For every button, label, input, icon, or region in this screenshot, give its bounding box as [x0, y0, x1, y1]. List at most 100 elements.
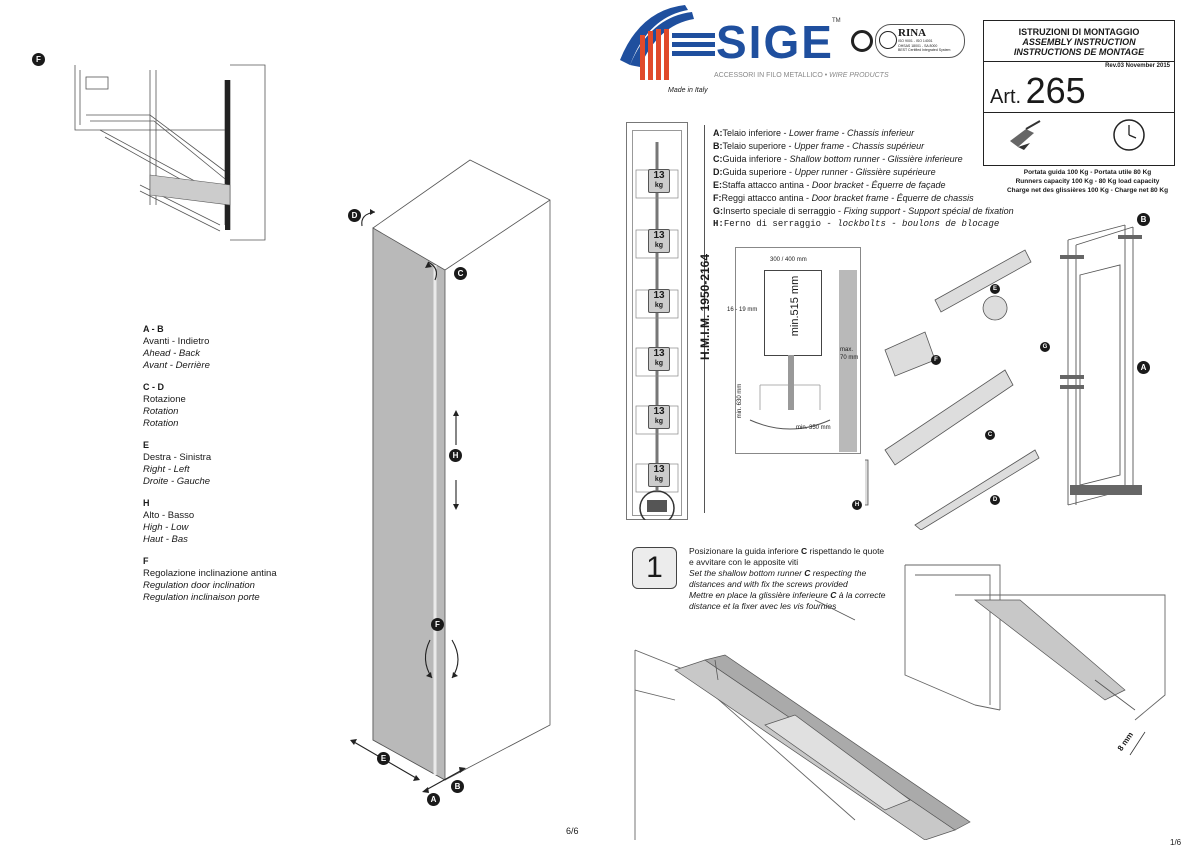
components-list: A:Telaio inferiore - Lower frame - Chass… — [713, 127, 1014, 231]
brand-tagline: ACCESSORI IN FILO METALLICO • WIRE PRODU… — [714, 72, 889, 79]
text-bold: C — [830, 590, 837, 600]
art-number: 265 — [1025, 70, 1086, 111]
legend-line-fr: Haut - Bas — [143, 534, 188, 545]
trademark: TM — [832, 18, 841, 24]
legend: A - B Avanti - Indietro Ahead - Back Ava… — [143, 324, 343, 614]
comp-en: Lower frame - Chassis inferieur — [789, 128, 915, 138]
comp-en: Door bracket - Équerre de façade — [811, 180, 946, 190]
weight-value: 13 — [653, 406, 665, 417]
tagline-sep: • — [822, 72, 830, 79]
legend-head: A - B — [143, 324, 164, 334]
tall-unit-baskets — [635, 142, 679, 520]
tagline-italic: WIRE PRODUCTS — [829, 72, 889, 79]
comp-it: Inserto speciale di serraggio - — [723, 206, 844, 216]
step-it-1: Posizionare la guida inferiore C rispett… — [689, 546, 886, 557]
title-fr: INSTRUCTIONS DE MONTAGE — [1013, 47, 1145, 57]
weight-value: 13 — [653, 290, 665, 301]
step-instructions: Posizionare la guida inferiore C rispett… — [689, 546, 886, 612]
art-section: Rev.03 November 2015 Art. 265 — [984, 61, 1174, 112]
comp-key: D: — [713, 167, 723, 177]
comp-en: Door bracket frame - Équerre de chassis — [811, 193, 974, 203]
dim-thickness: 16 - 19 mm — [727, 307, 758, 313]
legend-head: E — [143, 440, 150, 450]
left-page-number: 6/6 — [566, 826, 579, 836]
component-sketches — [865, 249, 1040, 530]
frame-drawing — [1060, 224, 1142, 506]
dim-min350: min. 350 mm — [796, 425, 831, 431]
weight-tag: 13 kg — [648, 169, 670, 193]
text: à la correcte — [836, 590, 886, 600]
step-number-box: 1 — [632, 547, 677, 589]
weight-tag: 13 kg — [648, 405, 670, 429]
legend-line-it: Regolazione inclinazione antina — [143, 568, 277, 579]
cert-badge-icon — [851, 30, 873, 52]
text-bold: C — [800, 546, 808, 556]
component-d: D:Guida superiore - Upper runner - Gliss… — [713, 166, 1014, 179]
legend-line-en: Right - Left — [143, 464, 190, 475]
sige-logo-stripes — [620, 5, 715, 80]
label-a-frame: A — [1137, 361, 1150, 374]
rina-line2: OHSAS 18001 - SA 8000 — [898, 43, 938, 48]
step-fr-1: Mettre en place la glissière inferieure … — [689, 590, 886, 601]
comp-it: Ferno di serraggio - — [723, 219, 838, 229]
label-h-part: H — [852, 500, 862, 510]
legend-line-it: Rotazione — [143, 394, 186, 405]
label-f-part: F — [931, 355, 941, 365]
weight-tag: 13 kg — [648, 347, 670, 371]
comp-it: Guida superiore - — [722, 167, 795, 177]
legend-line-en: High - Low — [143, 522, 189, 533]
pullout-sketch — [749, 355, 831, 430]
brand-name: SIGE — [716, 16, 834, 68]
label-d-part: D — [990, 495, 1000, 505]
measurement-diagram — [735, 247, 861, 454]
comp-en: Upper frame - Chassis supérieur — [794, 141, 925, 151]
weight-value: 13 — [653, 170, 665, 181]
tools-section — [984, 112, 1174, 157]
label-b-frame: B — [1137, 213, 1150, 226]
step1-drawing — [634, 564, 1166, 840]
legend-line-en: Regulation door inclination — [143, 580, 255, 591]
rina-line3: BEST Certified Integrated System — [898, 48, 951, 52]
comp-it: Staffa attacco antina - — [722, 180, 812, 190]
comp-it: Telaio superiore - — [722, 141, 795, 151]
label-c-part: C — [985, 430, 995, 440]
weight-unit: kg — [654, 418, 664, 425]
tagline-plain: ACCESSORI IN FILO METALLICO — [714, 72, 823, 79]
clock-icon — [1113, 119, 1145, 151]
cabinet-side-panel — [839, 270, 857, 452]
weight-value: 13 — [653, 348, 665, 359]
rina-line1: ISO 9001 - ISO 14001 — [898, 39, 933, 43]
comp-key: F: — [713, 193, 722, 203]
text-bold: C — [804, 568, 811, 578]
component-f: F:Reggi attacco antina - Door bracket fr… — [713, 192, 1014, 205]
cabinet-drawing — [350, 159, 551, 793]
text: Posizionare la guida inferiore — [689, 546, 801, 556]
title-en: ASSEMBLY INSTRUCTION — [1022, 37, 1136, 47]
legend-line-fr: Rotation — [143, 418, 179, 429]
rina-name: RINA — [898, 27, 927, 39]
capacity-block: Portata guida 100 Kg - Portata utile 80 … — [980, 168, 1195, 195]
label-f-top: F — [32, 53, 45, 66]
weight-value: 13 — [653, 230, 665, 241]
capacity-en: Runners capacity 100 Kg - 80 Kg load cap… — [1015, 178, 1160, 185]
dim-max: max. — [840, 347, 854, 353]
label-g-part: G — [1040, 342, 1050, 352]
dim-width: 300 / 400 mm — [770, 257, 807, 263]
comp-key: B: — [713, 141, 723, 151]
legend-group-h: H Alto - Basso High - Low Haut - Bas — [143, 498, 343, 546]
comp-key: C: — [713, 154, 723, 164]
comp-it: Reggi attacco antina - — [721, 193, 812, 203]
comp-key: H: — [713, 219, 724, 229]
weight-unit: kg — [654, 242, 664, 249]
legend-group-f: F Regolazione inclinazione antina Regula… — [143, 556, 343, 604]
label-b: B — [451, 780, 464, 793]
step-it-2: e avvitare con le apposite viti — [689, 557, 799, 567]
screwdriver-icon — [1010, 120, 1041, 150]
comp-en: Upper runner - Glissière supérieure — [794, 167, 936, 177]
weight-tag: 13 kg — [648, 463, 670, 487]
comp-key: G: — [713, 206, 723, 216]
title-it: ISTRUZIONI DI MONTAGGIO — [1018, 27, 1140, 37]
legend-group-e: E Destra - Sinistra Right - Left Droite … — [143, 440, 343, 488]
step-en-2: distances and with fix the screws provid… — [689, 579, 848, 589]
weight-value: 13 — [653, 464, 665, 475]
